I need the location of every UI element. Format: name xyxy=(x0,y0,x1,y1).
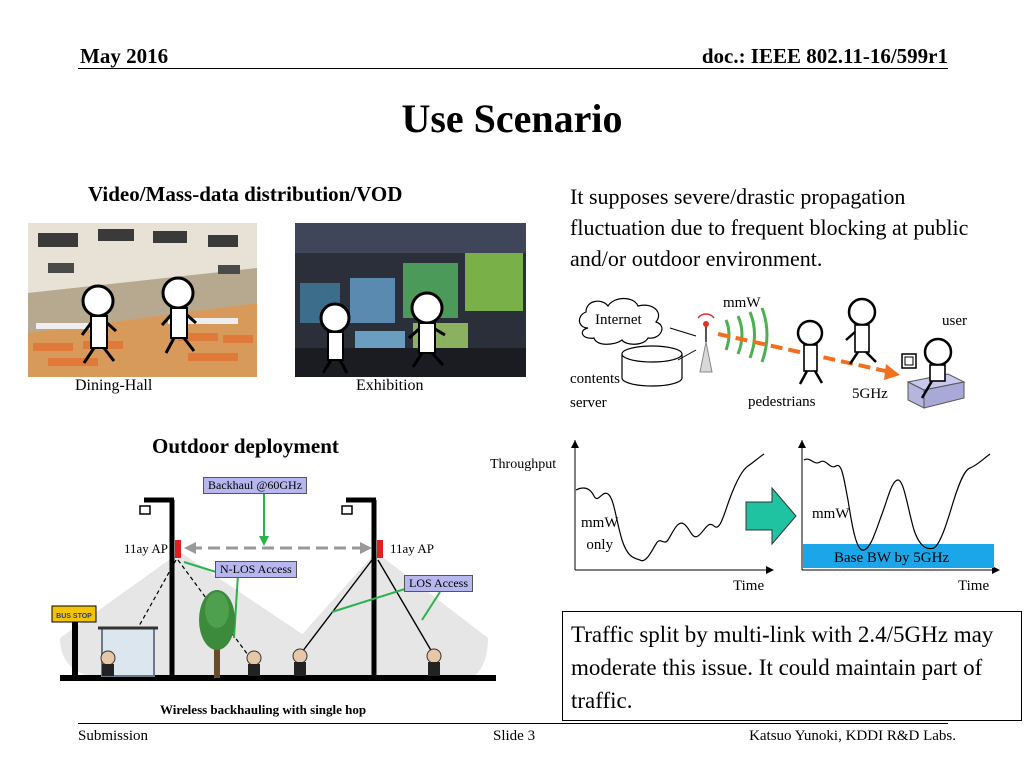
time-label-left: Time xyxy=(733,578,765,594)
base-bw-label: Base BW by 5GHz xyxy=(834,550,950,566)
right-throughput-curve xyxy=(803,453,991,551)
outdoor-deployment-diagram: BUS STOP xyxy=(51,494,496,681)
page-title: Use Scenario xyxy=(401,96,623,141)
throughput-axis-label: Throughput xyxy=(490,457,557,472)
ap-right-icon xyxy=(377,540,383,558)
ap-right-label: 11ay AP xyxy=(390,541,434,556)
server-icon xyxy=(621,345,683,387)
bus-stop-icon: BUS STOP xyxy=(51,605,97,678)
ap-left-icon xyxy=(175,540,181,558)
mmw-blocking-diagram xyxy=(578,297,966,409)
access-point-icon xyxy=(697,313,715,373)
mmw-right-label: mmW xyxy=(812,506,850,522)
signal-path xyxy=(717,332,891,374)
left-throughput-curve xyxy=(575,453,765,562)
pedestrians-icon xyxy=(796,297,877,385)
header-date: May 2016 xyxy=(80,44,169,68)
mmw-label: mmW xyxy=(723,295,761,311)
footer-slide-number: Slide 3 xyxy=(493,728,536,744)
vod-heading: Video/Mass-data distribution/VOD xyxy=(88,182,403,206)
traffic-split-box: Traffic split by multi-link with 2.4/5GH… xyxy=(562,611,1022,721)
5ghz-label: 5GHz xyxy=(852,386,888,402)
traffic-split-text: Traffic split by multi-link with 2.4/5GH… xyxy=(571,622,994,713)
lamp-pole-right xyxy=(346,497,377,678)
header-doc-id: doc.: IEEE 802.11-16/599r1 xyxy=(701,44,948,68)
dining-hall-caption: Dining-Hall xyxy=(75,377,153,394)
lamp-pole-left xyxy=(144,497,175,678)
los-access-label: LOS Access xyxy=(404,575,473,592)
header-rule xyxy=(78,68,948,69)
ap-left-label: 11ay AP xyxy=(124,541,168,556)
outdoor-heading: Outdoor deployment xyxy=(152,434,339,458)
improvement-arrow-icon xyxy=(745,486,797,546)
propagation-paragraph: It supposes severe/drastic propagation f… xyxy=(570,184,969,271)
tree-icon xyxy=(199,590,235,678)
person-icons xyxy=(100,648,442,676)
mmw-beam-icon xyxy=(724,307,769,363)
internet-cloud-icon xyxy=(578,297,663,345)
internet-label: Internet xyxy=(595,312,642,328)
backhaul-caption: Wireless backhauling with single hop xyxy=(160,702,367,717)
base-bandwidth-band xyxy=(803,544,994,568)
footer-submission: Submission xyxy=(78,728,149,744)
contents-server-label: contents server xyxy=(570,371,620,411)
pedestrians-label: pedestrians xyxy=(748,394,816,410)
time-label-right: Time xyxy=(958,578,990,594)
user-icon xyxy=(901,337,966,409)
user-label: user xyxy=(942,313,967,329)
backhaul-label: Backhaul @60GHz xyxy=(203,477,308,494)
exhibition-caption: Exhibition xyxy=(356,377,424,394)
dining-hall-photo xyxy=(28,223,257,377)
footer-rule xyxy=(78,723,948,724)
coverage-area-right xyxy=(270,552,488,680)
exhibition-photo xyxy=(295,223,526,377)
mmw-only-label: mmW only xyxy=(581,515,619,553)
bus-stop-sign: BUS STOP xyxy=(56,613,92,620)
footer-author: Katsuo Yunoki, KDDI R&D Labs. xyxy=(749,728,956,744)
nlos-access-label: N-LOS Access xyxy=(215,561,297,578)
throughput-graphs xyxy=(571,440,1000,574)
